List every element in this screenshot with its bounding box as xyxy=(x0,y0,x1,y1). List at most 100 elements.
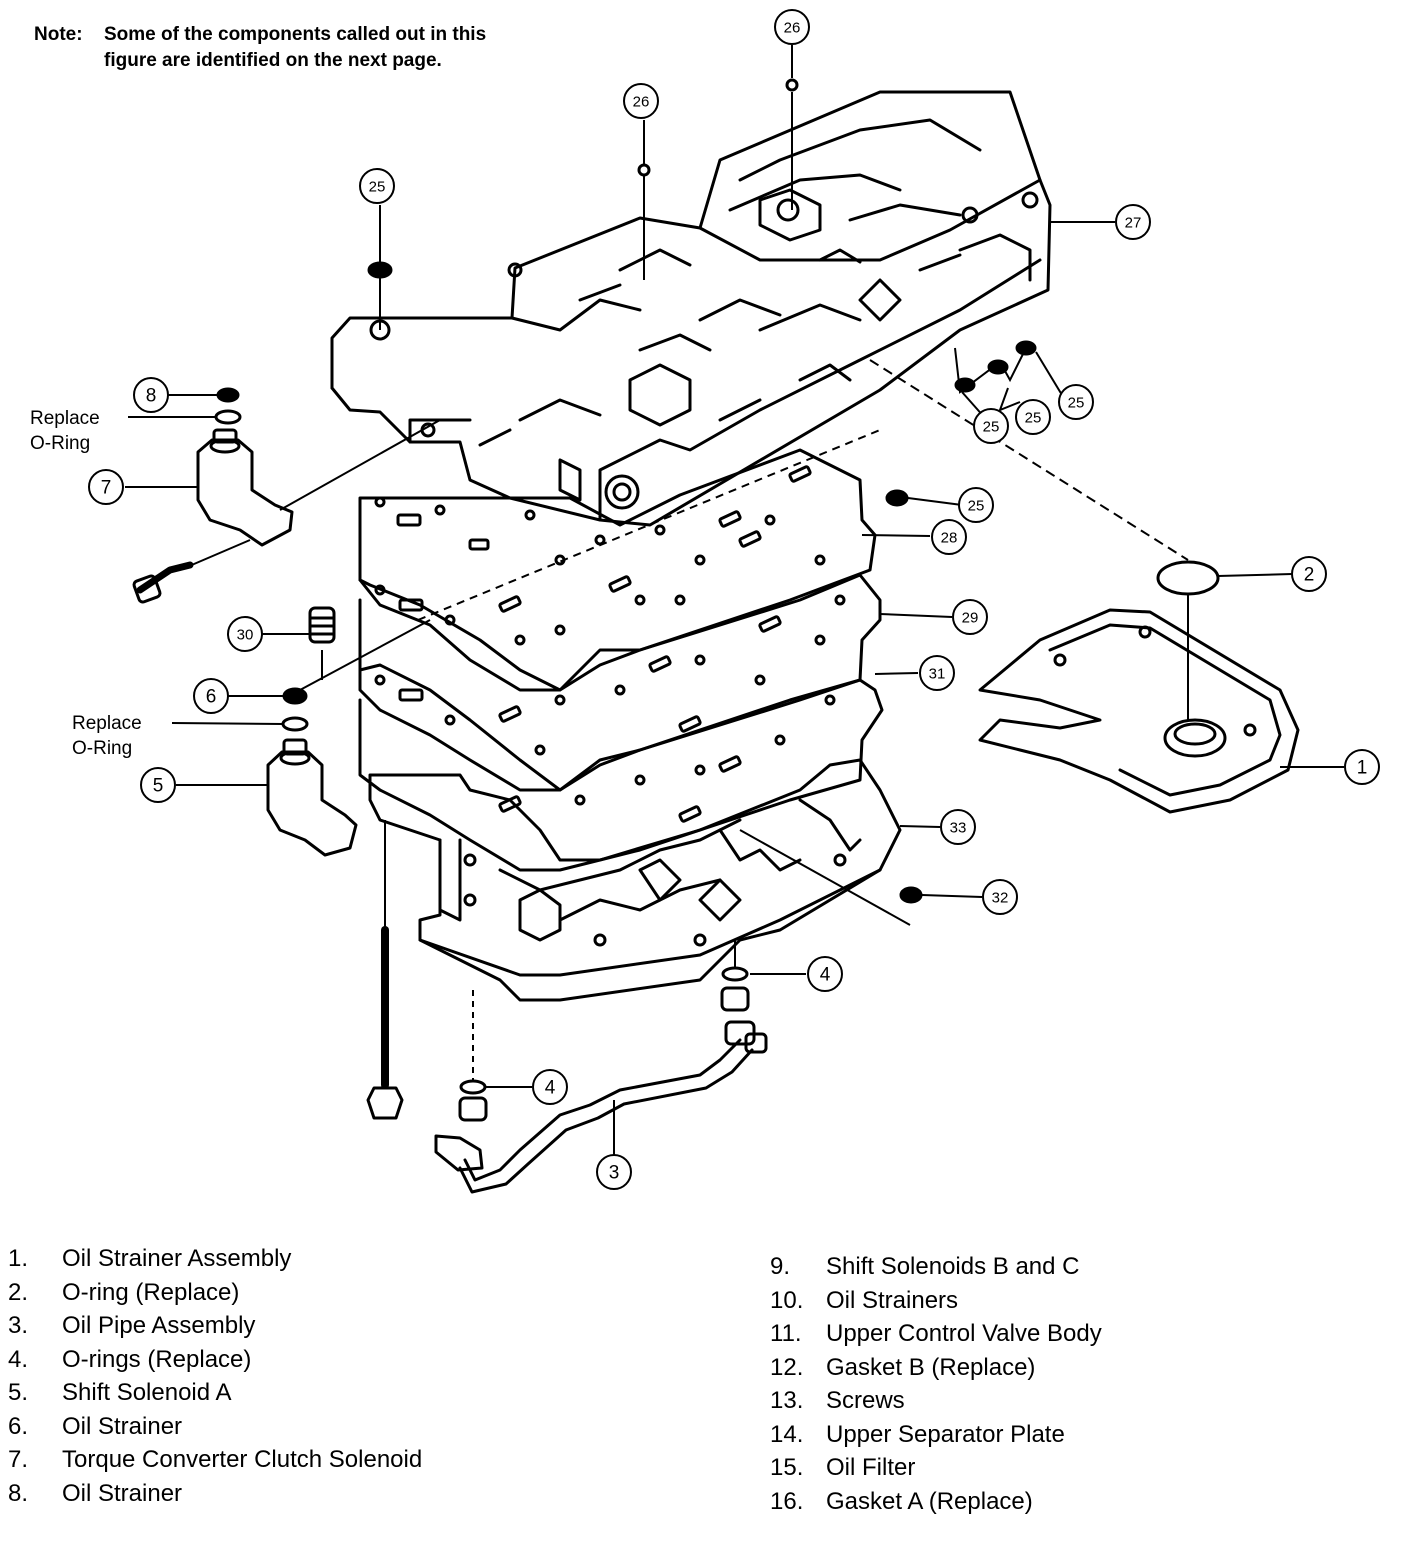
callout-bubble-5 xyxy=(140,767,176,803)
callout-28: 28 xyxy=(941,530,958,547)
callout-1: 1 xyxy=(1357,758,1368,779)
legend-item-number: 6. xyxy=(8,1412,29,1440)
callout-bubble-25-e xyxy=(973,408,1009,444)
callout-2: 2 xyxy=(1304,565,1315,586)
tcc-solenoid-7 xyxy=(196,428,294,547)
legend-item: 14. Upper Separator Plate xyxy=(770,1418,1102,1452)
callout-bubble-7 xyxy=(88,469,124,505)
callout-5: 5 xyxy=(153,776,164,797)
legend-item: 3.Oil Pipe Assembly xyxy=(8,1309,422,1343)
legend-item-text: Torque Converter Clutch Solenoid xyxy=(62,1446,423,1473)
screw-26-a xyxy=(637,163,651,177)
callout-bubble-30 xyxy=(227,616,263,652)
legend-item-number: 2. xyxy=(8,1278,29,1306)
legend-item-text: Oil Strainers xyxy=(826,1286,959,1314)
legend-item-number: 16. xyxy=(770,1487,804,1515)
legend-item-number: 13. xyxy=(770,1387,804,1414)
callout-25-c: 25 xyxy=(1068,395,1085,412)
legend-item-number: 3. xyxy=(8,1312,29,1339)
legend-item-number: 8. xyxy=(8,1479,29,1507)
oil-strainer-25-a xyxy=(367,261,393,279)
legend-item-text: O-ring (Replace) xyxy=(62,1278,240,1306)
callout-25-b: 25 xyxy=(968,498,985,515)
legend-item: 9.Shift Solenoids B and C xyxy=(770,1250,1102,1284)
gasket-plate-29 xyxy=(358,573,882,792)
replace-label-upper-line2: O-Ring xyxy=(30,433,91,454)
oil-strainer-30 xyxy=(308,606,336,644)
callout-32: 32 xyxy=(992,890,1009,907)
callout-bubble-28 xyxy=(931,519,967,555)
legend-item-number: 4. xyxy=(8,1345,29,1373)
oil-strainer-8 xyxy=(216,387,240,403)
callout-bubble-3 xyxy=(596,1154,632,1190)
callout-bubble-26-a xyxy=(623,83,659,119)
callout-26-a: 26 xyxy=(633,94,650,111)
legend-item-number: 12. xyxy=(770,1353,804,1381)
callout-29: 29 xyxy=(962,610,979,627)
callout-bubble-1 xyxy=(1344,749,1380,785)
legend-right-column: 9.Shift Solenoids B and C 10. Oil Straine… xyxy=(770,1250,1102,1518)
legend-item-number: 1. xyxy=(8,1245,29,1272)
legend-item: 12. Gasket B (Replace) xyxy=(770,1351,1102,1385)
shift-solenoid-5 xyxy=(266,738,358,857)
replace-label-upper-line1: Replace xyxy=(30,408,100,429)
callout-bubble-27 xyxy=(1115,204,1151,240)
callout-3: 3 xyxy=(609,1163,620,1184)
legend-item: 6. Oil Strainer xyxy=(8,1410,422,1444)
pipe-fitting-upper xyxy=(720,986,750,1012)
legend-item: 5. Shift Solenoid A xyxy=(8,1376,422,1410)
callout-bubble-2 xyxy=(1291,556,1327,592)
callout-8: 8 xyxy=(146,386,157,407)
legend-item-text: O-rings (Replace) xyxy=(62,1345,252,1373)
legend-item-number: 9. xyxy=(770,1253,791,1280)
legend-item-text: Gasket B (Replace) xyxy=(826,1353,1036,1381)
callout-bubble-4-upper xyxy=(807,956,843,992)
legend-item-text: Oil Filter xyxy=(826,1454,916,1481)
legend-item: 7. Torque Converter Clutch Solenoid xyxy=(8,1443,422,1477)
legend-item: 8.Oil Strainer xyxy=(8,1477,422,1511)
callout-bubble-25-c xyxy=(1058,384,1094,420)
legend-item: 16.Gasket A (Replace) xyxy=(770,1485,1102,1519)
oil-strainer-25-d xyxy=(987,359,1009,375)
replace-label-lower-line2: O-Ring xyxy=(72,738,133,759)
figure-note: Note: Some of the components called out i… xyxy=(34,22,486,74)
screw-26-b xyxy=(785,78,799,92)
callout-30: 30 xyxy=(237,627,254,644)
o-ring-4-lower xyxy=(459,1079,487,1095)
legend-item-number: 7. xyxy=(8,1446,29,1473)
legend-item-text: Oil Strainer xyxy=(62,1412,183,1440)
gasket-plate-31 xyxy=(358,663,884,872)
legend-item-number: 14. xyxy=(770,1420,804,1448)
callout-25-e: 25 xyxy=(983,419,1000,436)
oil-strainer-6 xyxy=(282,687,308,705)
legend-item-number: 15. xyxy=(770,1454,804,1481)
o-ring-2 xyxy=(1156,560,1220,596)
replace-o-ring-label-upper: Replace O-Ring xyxy=(30,406,100,456)
oil-pipe-assembly-3 xyxy=(434,1020,768,1194)
legend-item-number: 10. xyxy=(770,1286,804,1314)
legend-item-text: Upper Control Valve Body xyxy=(826,1320,1102,1347)
legend-item: 15. Oil Filter xyxy=(770,1451,1102,1485)
legend-item: 13.Screws xyxy=(770,1384,1102,1418)
legend-item-text: Shift Solenoid A xyxy=(62,1379,232,1406)
upper-control-valve-body xyxy=(330,90,1052,527)
callout-7: 7 xyxy=(101,478,112,499)
note-line-1: Some of the components called out in thi… xyxy=(104,24,487,45)
o-ring-5 xyxy=(281,716,309,732)
callout-bubble-26-b xyxy=(774,9,810,45)
legend-item: 10. Oil Strainers xyxy=(770,1284,1102,1318)
callout-31: 31 xyxy=(929,666,946,683)
callout-4-upper: 4 xyxy=(820,965,831,986)
legend-item-number: 5. xyxy=(8,1379,29,1406)
legend-item-text: Upper Separator Plate xyxy=(826,1420,1065,1448)
legend-item-number: 11. xyxy=(770,1320,802,1347)
pipe-fitting-lower xyxy=(458,1096,488,1122)
note-label: Note: xyxy=(34,24,83,45)
legend-item-text: Oil Strainer Assembly xyxy=(62,1245,292,1272)
callout-bubble-29 xyxy=(952,599,988,635)
o-ring-4-upper xyxy=(721,966,749,982)
o-ring-7 xyxy=(214,409,242,425)
long-bolt xyxy=(366,926,404,1120)
callout-26-b: 26 xyxy=(784,20,801,37)
legend-item: 11. Upper Control Valve Body xyxy=(770,1317,1102,1351)
